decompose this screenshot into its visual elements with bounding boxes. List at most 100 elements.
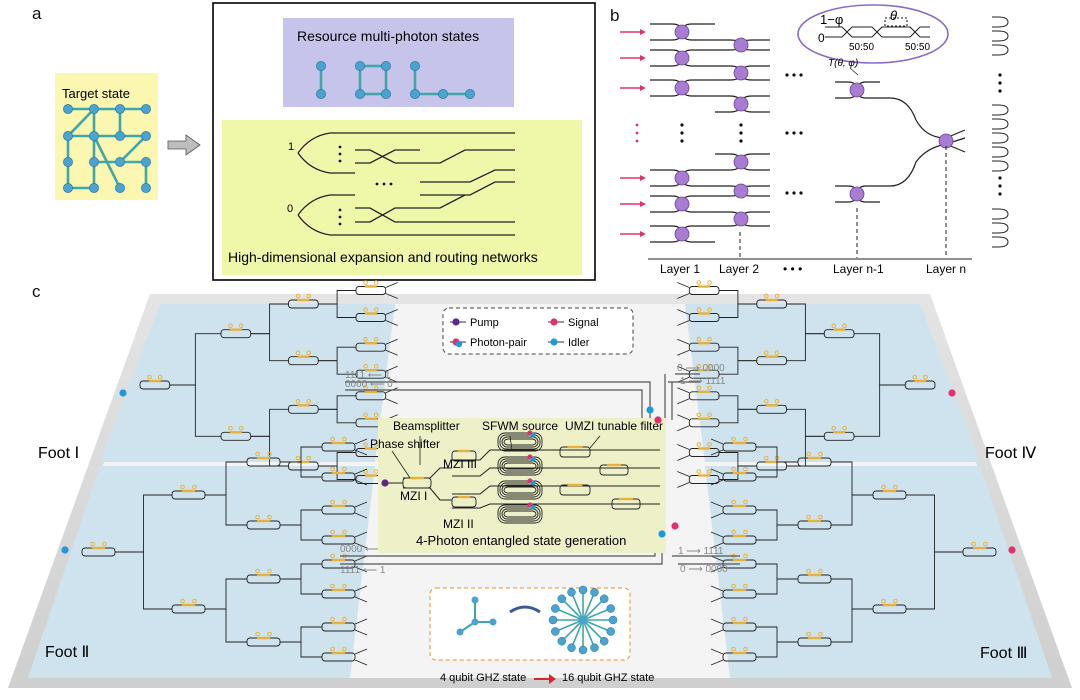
ghz-node <box>599 594 609 604</box>
ghz-node <box>578 645 588 655</box>
ghz-large-label: 16 qubit GHZ state <box>562 672 654 684</box>
layer-dashes <box>739 146 947 258</box>
foot-3-label: Foot Ⅲ <box>980 645 1028 662</box>
bs-node <box>849 82 865 98</box>
resource-states-label: Resource multi-photon states <box>297 28 479 44</box>
panel-a-diagram: Target state Resource multi-photon state… <box>55 2 596 281</box>
graph-node <box>410 89 420 99</box>
ghz-small-nodes <box>456 596 497 636</box>
detector-icon <box>992 132 1009 144</box>
ghz-node <box>567 588 576 597</box>
bs-node <box>674 196 690 212</box>
layer-label-n-1: Layer n-1 <box>833 262 884 276</box>
graph-node <box>63 131 73 141</box>
detector-icon <box>992 30 1009 42</box>
legend-idler: Idler <box>548 337 590 349</box>
idler-top <box>646 406 654 414</box>
theta-label: θ <box>890 8 897 23</box>
bs-node <box>674 24 690 40</box>
route-br-2: 0 ⟶ 0000 <box>680 564 728 575</box>
label-umzi: UMZI tunable filter <box>565 419 663 433</box>
svg-text:Pump: Pump <box>470 317 499 329</box>
label-sfwm: SFWM source <box>482 419 558 433</box>
legend-signal: Signal <box>548 317 599 329</box>
bs-node <box>733 65 749 81</box>
foot-1-output <box>119 389 127 397</box>
input-arrow-icon <box>640 231 646 237</box>
graph-node <box>141 104 151 114</box>
bs-node <box>733 211 749 227</box>
layer-label-1: Layer 1 <box>660 262 700 276</box>
graph-node <box>465 89 475 99</box>
idler-bottom <box>658 530 666 538</box>
graph-node <box>115 183 125 193</box>
bs-node <box>733 96 749 112</box>
branch-label-1: 1 <box>288 141 294 153</box>
graph-node <box>381 61 391 71</box>
legend-pump: Pump <box>450 317 499 329</box>
foot-4-label: Foot Ⅳ <box>985 445 1036 462</box>
resource-state-nodes <box>316 61 475 99</box>
graph-node <box>89 183 99 193</box>
bs-node <box>849 186 865 202</box>
input-arrow-icon <box>640 55 646 61</box>
panel-letter-a: a <box>32 4 42 23</box>
graph-node <box>63 183 73 193</box>
ghz-node <box>606 627 615 636</box>
layer-label-2: Layer 2 <box>719 262 759 276</box>
graph-node <box>381 89 391 99</box>
zero-label: 0 <box>818 31 825 45</box>
foot-2-output <box>61 546 69 554</box>
route-tr-1: 0 ⟶ 0000 <box>677 363 725 374</box>
label-mzi2: MZI II <box>443 517 474 531</box>
layer-label-n: Layer n <box>926 262 966 276</box>
detector-icon <box>992 222 1009 234</box>
foot-2-label: Foot Ⅱ <box>45 644 89 661</box>
graph-node <box>89 104 99 114</box>
transfer-label: T(θ, φ) <box>828 58 858 69</box>
detector-icon <box>992 146 1009 158</box>
ghz-small-label: 4 qubit GHZ state <box>440 672 526 684</box>
label-generation: 4-Photon entangled state generation <box>416 533 626 548</box>
graph-node <box>115 104 125 114</box>
detector-icon <box>992 118 1009 130</box>
signal-bottom <box>671 522 679 530</box>
graph-node <box>355 89 365 99</box>
input-arrows <box>620 29 646 237</box>
bs-node <box>733 183 749 199</box>
label-mzi1: MZI I <box>400 489 427 503</box>
pump-input <box>381 479 389 487</box>
route-bl-1: 0000 ⟵ 0 <box>340 544 388 555</box>
bs-node <box>733 154 749 170</box>
graph-node <box>141 157 151 167</box>
graph-node <box>141 131 151 141</box>
ghz-expansion-arrow-icon <box>509 605 541 614</box>
route-tl-2: 0000 ⟵ 0 <box>345 379 393 390</box>
graph-node <box>410 61 420 71</box>
center-components <box>391 430 641 524</box>
ghz-center-node <box>579 616 587 624</box>
route-tl-1: 1111 ⟵ 1 <box>345 370 391 381</box>
foot-4-output <box>948 389 956 397</box>
bs-node <box>674 50 690 66</box>
bs-node <box>674 80 690 96</box>
bs-node <box>733 37 749 53</box>
ghz-large-graph <box>548 585 618 655</box>
ghz-red-arrow-icon <box>534 674 556 684</box>
detector-icon <box>992 44 1009 56</box>
detector-icon <box>992 208 1009 220</box>
label-phase-shifter: Phase shifter <box>370 437 440 451</box>
graph-node <box>316 89 326 99</box>
signal-top <box>654 416 662 424</box>
legend-box <box>442 307 634 355</box>
legend-photon-pair: Photon-pair <box>450 337 527 349</box>
bs1-label: 50:50 <box>849 42 874 53</box>
route-bl-2: 1111 ⟵ 1 <box>340 565 386 576</box>
ghz-node <box>557 636 567 646</box>
ghz-node <box>606 604 615 613</box>
graph-node <box>141 183 151 193</box>
foot-4-region <box>685 304 980 462</box>
foot-3-region <box>705 466 1052 678</box>
panel-c-chip: 1111 ⟵ 1 0000 ⟵ 0 0 ⟶ 0000 1 ⟶ 1111 0000… <box>8 280 1072 688</box>
input-ellipsis <box>635 123 639 143</box>
